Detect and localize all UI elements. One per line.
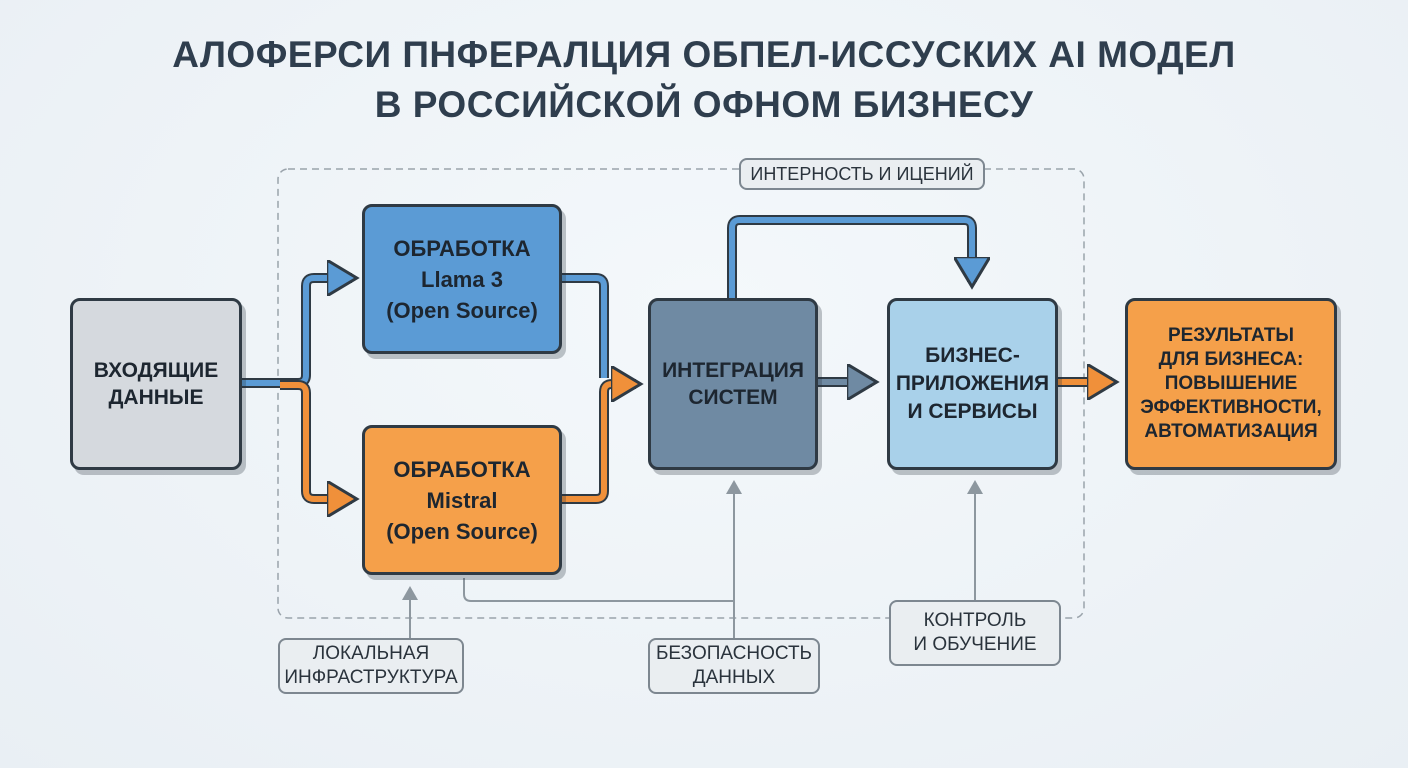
group-frame [277, 168, 1085, 619]
arrow-mistral-to-integration [562, 379, 636, 504]
node-systems-integration: ИНТЕГРАЦИЯ СИСТЕМ [648, 298, 818, 470]
node-mistral-processing: ОБРАБОТКА Mistral (Open Source) [362, 425, 562, 575]
page-title: АЛОФЕРСИ ПНФЕРАЛЦИЯ ОБПЕЛ-ИССУСКИХ AI МО… [0, 30, 1408, 130]
note-control-training: КОНТРОЛЬ И ОБУЧЕНИЕ [889, 600, 1061, 666]
title-line-2: В РОССИЙСКОЙ ОФНОМ БИЗНЕСУ [374, 84, 1034, 125]
line-mistral-bottom-to-security [463, 578, 734, 602]
node-business-results: РЕЗУЛЬТАТЫ ДЛЯ БИЗНЕСА: ПОВЫШЕНИЕ ЭФФЕКТ… [1125, 298, 1337, 470]
node-business-apps: БИЗНЕС- ПРИЛОЖЕНИЯ И СЕРВИСЫ [887, 298, 1058, 470]
title-line-1: АЛОФЕРСИ ПНФЕРАЛЦИЯ ОБПЕЛ-ИССУСКИХ AI МО… [172, 34, 1236, 75]
group-label: ИНТЕРНОСТЬ И ИЦЕНИЙ [739, 158, 985, 190]
note-local-infrastructure: ЛОКАЛЬНАЯ ИНФРАСТРУКТУРА [278, 638, 464, 694]
arrow-integration-to-apps-loop [727, 215, 977, 298]
arrow-input-to-mistral [280, 380, 352, 504]
note-data-security: БЕЗОПАСНОСТЬ ДАННЫХ [648, 638, 820, 694]
node-llama-processing: ОБРАБОТКА Llama 3 (Open Source) [362, 204, 562, 354]
node-input-data: ВХОДЯЩИЕ ДАННЫЕ [70, 298, 242, 470]
arrow-input-to-llama [242, 273, 352, 388]
arrow-llama-to-integration [562, 273, 609, 378]
